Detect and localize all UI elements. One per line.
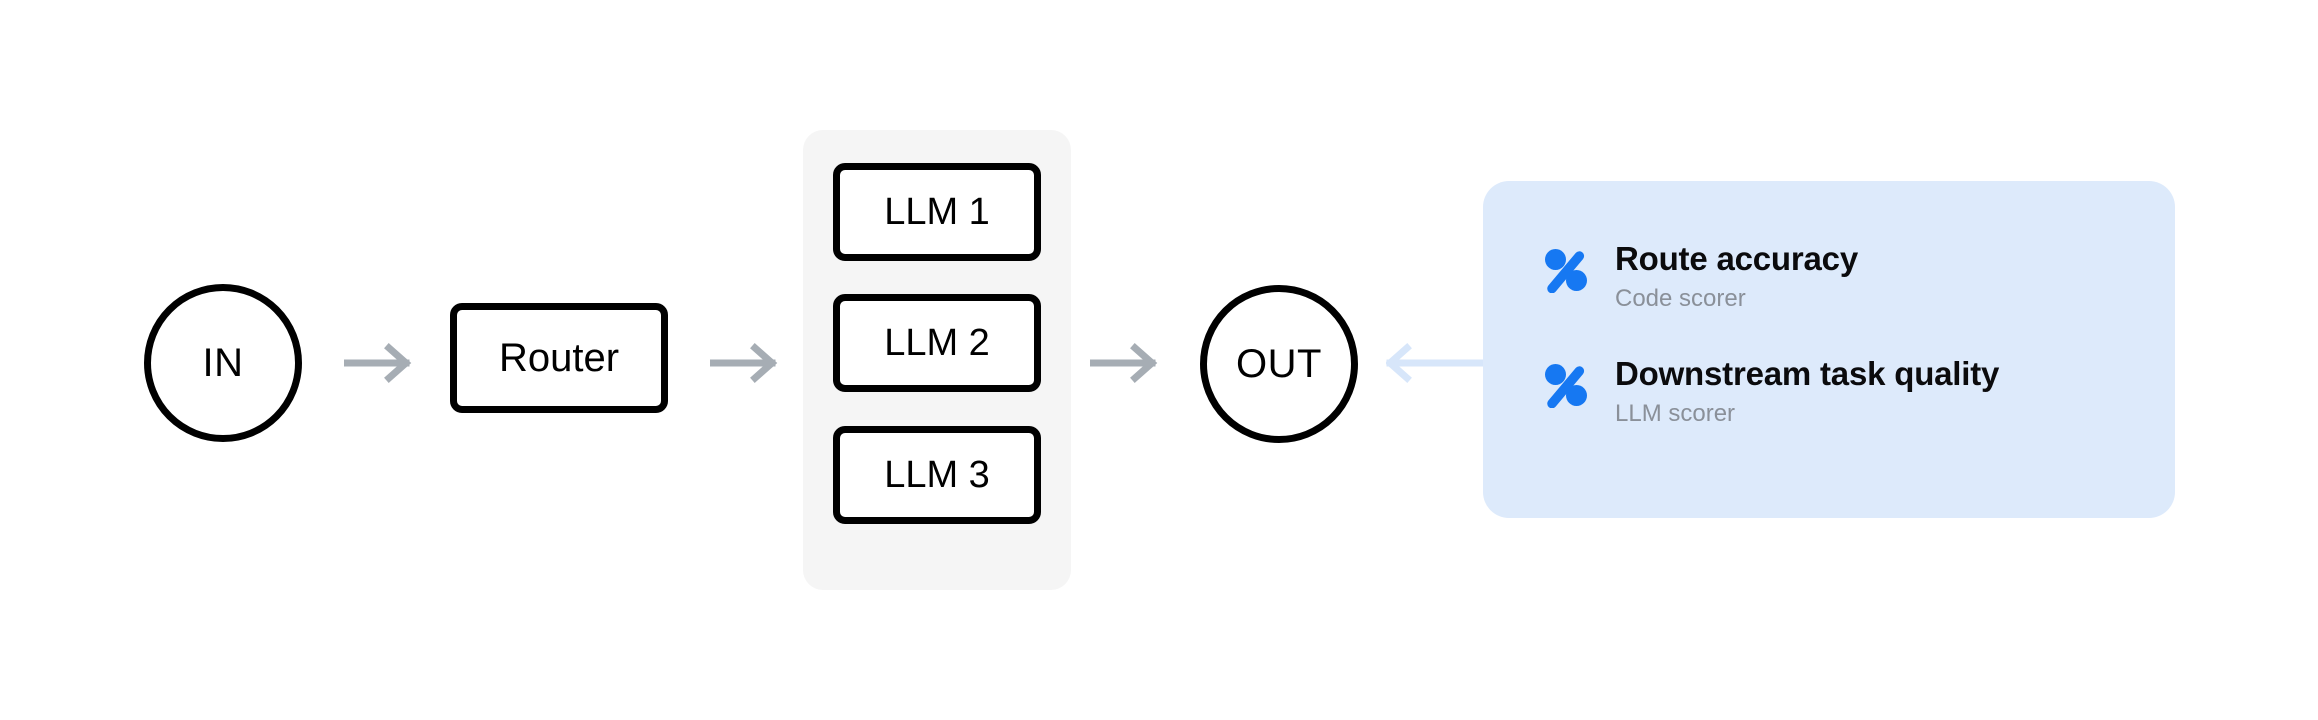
node-router[interactable]: Router bbox=[450, 303, 668, 413]
scorer-panel: Route accuracy Code scorer Downstream ta… bbox=[1483, 181, 2175, 518]
arrow-llm-to-out bbox=[1090, 341, 1160, 385]
arrow-in-to-router bbox=[344, 341, 414, 385]
scorer-item[interactable]: Route accuracy Code scorer bbox=[1543, 240, 2175, 314]
percent-icon bbox=[1543, 362, 1589, 408]
llm-box-3-label: LLM 3 bbox=[884, 454, 990, 496]
node-out-label: OUT bbox=[1236, 342, 1322, 386]
node-in[interactable]: IN bbox=[144, 284, 302, 442]
node-router-label: Router bbox=[498, 336, 620, 380]
arrow-router-to-llm bbox=[710, 341, 780, 385]
llm-box-2[interactable]: LLM 2 bbox=[833, 294, 1041, 392]
scorer-item[interactable]: Downstream task quality LLM scorer bbox=[1543, 354, 2175, 429]
arrow-scorers-to-out bbox=[1386, 341, 1486, 385]
llm-group: LLM 1 LLM 2 LLM 3 bbox=[803, 130, 1071, 590]
llm-box-1[interactable]: LLM 1 bbox=[833, 163, 1041, 261]
llm-box-3[interactable]: LLM 3 bbox=[833, 426, 1041, 524]
node-out[interactable]: OUT bbox=[1200, 285, 1358, 443]
scorer-text: Route accuracy Code scorer bbox=[1615, 240, 1858, 314]
scorer-title: Downstream task quality bbox=[1615, 354, 2000, 392]
llm-box-2-label: LLM 2 bbox=[884, 322, 990, 364]
scorer-subtitle: LLM scorer bbox=[1615, 399, 1736, 427]
percent-icon bbox=[1543, 247, 1589, 293]
scorer-text: Downstream task quality LLM scorer bbox=[1615, 354, 2000, 429]
scorer-title: Route accuracy bbox=[1615, 240, 1858, 277]
llm-box-1-label: LLM 1 bbox=[884, 191, 990, 233]
node-in-label: IN bbox=[202, 341, 244, 385]
scorer-subtitle: Code scorer bbox=[1615, 284, 1746, 312]
